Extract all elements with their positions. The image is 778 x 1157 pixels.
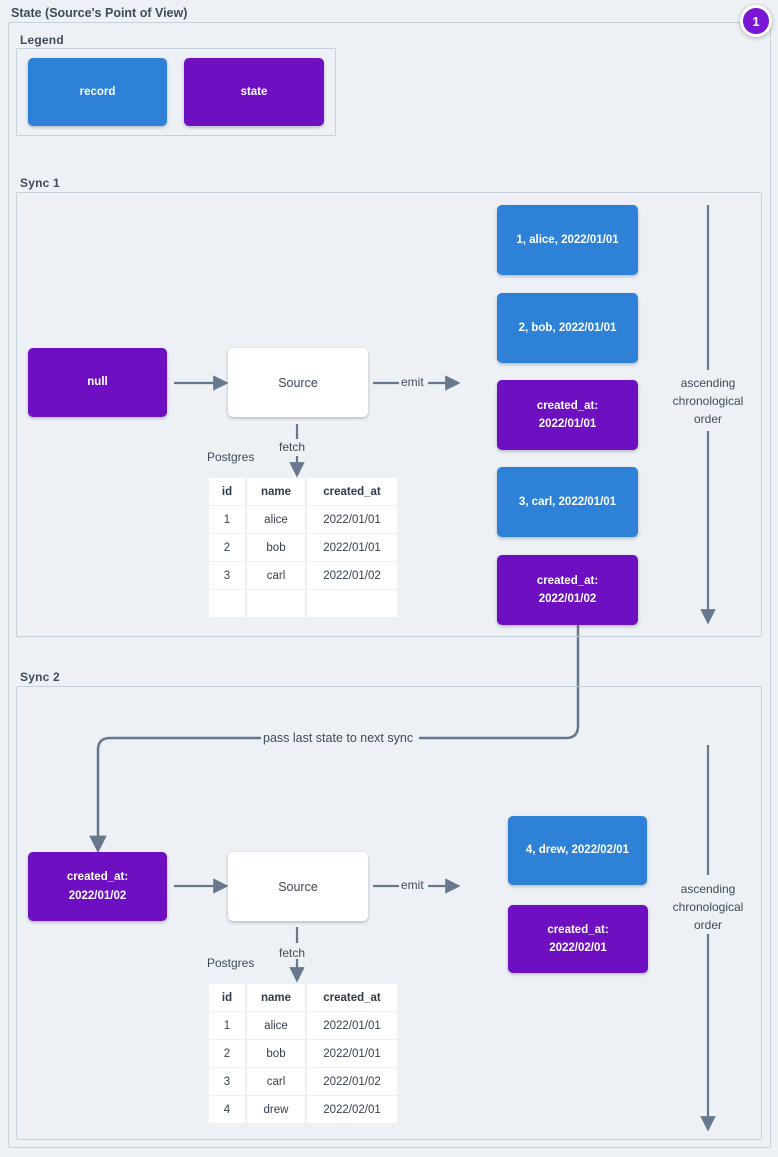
cell: 4	[209, 1096, 245, 1123]
legend-label: Legend	[20, 33, 64, 47]
sync2-emit-label: emit	[401, 878, 424, 892]
sync2-postgres-table: id name created_at 1 alice 2022/01/01 2 …	[207, 983, 399, 1124]
column-header: id	[209, 984, 245, 1011]
cell: 1	[209, 506, 245, 533]
table-row: 3 carl 2022/01/02	[209, 562, 397, 589]
cell	[307, 590, 397, 617]
table-row-empty	[209, 590, 397, 617]
sync1-record-1: 1, alice, 2022/01/01	[497, 205, 638, 275]
annotation-badge[interactable]: 1	[740, 5, 772, 37]
sync1-state-2: created_at: 2022/01/02	[497, 555, 638, 625]
table-row: 2 bob 2022/01/01	[209, 1040, 397, 1067]
legend-record-swatch: record	[28, 58, 167, 126]
cell	[209, 590, 245, 617]
cell: 3	[209, 1068, 245, 1095]
cell: alice	[247, 506, 305, 533]
page-title: State (Source's Point of View)	[11, 6, 188, 20]
cell: carl	[247, 562, 305, 589]
cell	[247, 590, 305, 617]
legend-frame	[16, 48, 336, 136]
cell: 2022/01/01	[307, 1040, 397, 1067]
table-row: 3 carl 2022/01/02	[209, 1068, 397, 1095]
sync1-postgres-label: Postgres	[207, 450, 255, 464]
cell: drew	[247, 1096, 305, 1123]
sync2-fetch-label: fetch	[279, 946, 306, 960]
sync1-order-label: ascending chronological order	[672, 376, 744, 426]
sync1-postgres-table: id name created_at 1 alice 2022/01/01 2 …	[207, 477, 399, 618]
sync1-frame	[16, 192, 762, 637]
sync2-frame	[16, 686, 762, 1140]
sync1-label: Sync 1	[20, 176, 60, 190]
cell: 2	[209, 534, 245, 561]
cell: 1	[209, 1012, 245, 1039]
column-header: created_at	[307, 478, 397, 505]
cell: 2022/01/01	[307, 534, 397, 561]
cell: bob	[247, 534, 305, 561]
pass-state-label: pass last state to next sync	[263, 731, 414, 745]
cell: 3	[209, 562, 245, 589]
sync1-emit-label: emit	[401, 375, 424, 389]
sync2-input-state-node: created_at: 2022/01/02	[28, 852, 167, 921]
cell: 2022/01/01	[307, 1012, 397, 1039]
sync1-state-1: created_at: 2022/01/01	[497, 380, 638, 450]
sync2-source-node: Source	[228, 852, 368, 921]
sync1-record-3: 3, carl, 2022/01/01	[497, 467, 638, 537]
cell: 2022/01/02	[307, 562, 397, 589]
legend-state-swatch: state	[184, 58, 324, 126]
table-row: 1 alice 2022/01/01	[209, 506, 397, 533]
outer-frame	[8, 22, 771, 1148]
sync2-label: Sync 2	[20, 670, 60, 684]
sync1-record-2: 2, bob, 2022/01/01	[497, 293, 638, 363]
sync2-record-1: 4, drew, 2022/02/01	[508, 816, 647, 885]
column-header: created_at	[307, 984, 397, 1011]
column-header: name	[247, 984, 305, 1011]
cell: carl	[247, 1068, 305, 1095]
table-row: 2 bob 2022/01/01	[209, 534, 397, 561]
table-row: 1 alice 2022/01/01	[209, 1012, 397, 1039]
sync1-fetch-label: fetch	[279, 440, 306, 454]
sync2-postgres-label: Postgres	[207, 956, 255, 970]
cell: 2022/02/01	[307, 1096, 397, 1123]
sync2-state-1: created_at: 2022/02/01	[508, 905, 648, 973]
cell: 2022/01/02	[307, 1068, 397, 1095]
cell: 2022/01/01	[307, 506, 397, 533]
cell: alice	[247, 1012, 305, 1039]
cell: bob	[247, 1040, 305, 1067]
table-row: 4 drew 2022/02/01	[209, 1096, 397, 1123]
sync2-order-label: ascending chronological order	[672, 882, 744, 932]
sync1-source-node: Source	[228, 348, 368, 417]
column-header: name	[247, 478, 305, 505]
sync1-input-state-node: null	[28, 348, 167, 417]
cell: 2	[209, 1040, 245, 1067]
column-header: id	[209, 478, 245, 505]
